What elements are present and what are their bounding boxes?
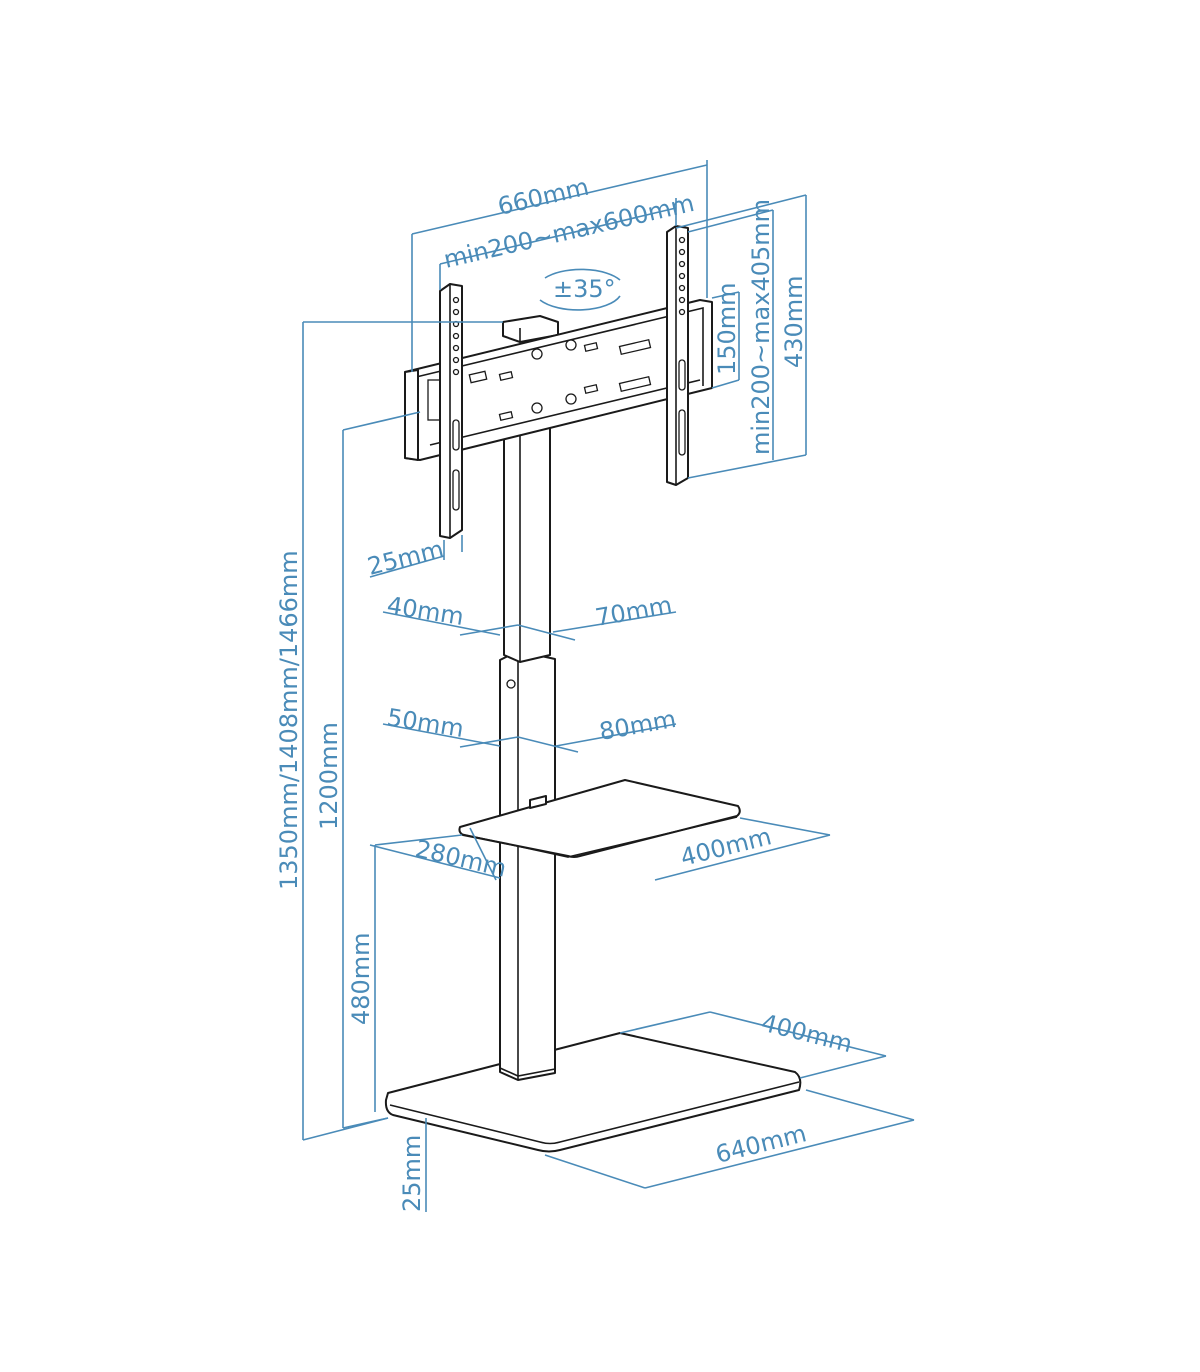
upper-column — [503, 417, 551, 663]
left-vertical-bracket — [439, 283, 463, 539]
upper-column-width-label: 70mm — [593, 591, 674, 632]
lower-column-width-label: 80mm — [597, 705, 678, 746]
vesa-vertical-label: min200~max405mm — [747, 199, 775, 455]
left-flange — [404, 369, 419, 461]
bracket-offset-label: 25mm — [365, 535, 447, 581]
glass-shelf — [458, 779, 741, 858]
base-plate — [384, 1032, 802, 1153]
lower-column — [499, 650, 556, 1081]
base-width-label: 640mm — [713, 1119, 810, 1169]
upper-column-depth-label: 40mm — [385, 591, 466, 631]
plate-height-label: 150mm — [713, 282, 741, 375]
base-thickness-label: 25mm — [398, 1135, 426, 1212]
tv-stand-drawing — [384, 225, 802, 1153]
mount-height-total-label: 430mm — [780, 275, 808, 368]
swivel-label: ±35° — [553, 275, 616, 303]
right-vertical-bracket — [666, 225, 689, 486]
mount-height-label: 1200mm — [315, 722, 343, 830]
total-height-label: 1350mm/1408mm/1466mm — [275, 550, 303, 890]
lower-column-depth-label: 50mm — [385, 703, 466, 743]
dimension-lines — [302, 160, 915, 1212]
column-top-clamp — [502, 315, 559, 343]
base-depth-label: 400mm — [759, 1009, 856, 1059]
mount-width-label: 660mm — [495, 173, 592, 221]
shelf-width-label: 400mm — [678, 822, 775, 872]
shelf-height-label: 480mm — [347, 932, 375, 1025]
